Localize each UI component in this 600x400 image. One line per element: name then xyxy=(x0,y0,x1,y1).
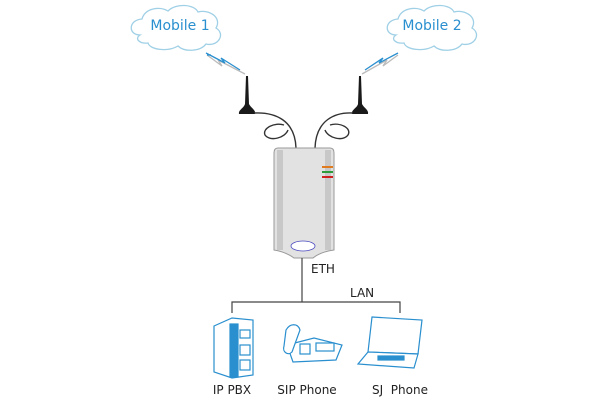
lan-label: LAN xyxy=(350,286,374,300)
gateway-device xyxy=(273,147,335,259)
antenna-icon xyxy=(238,76,369,114)
sip-phone-icon xyxy=(283,324,343,363)
eth-port-label: ETH xyxy=(311,262,335,276)
cloud-mobile-2: Mobile 2 xyxy=(386,4,478,51)
cloud-label: Mobile 2 xyxy=(402,18,461,34)
cloud-label: Mobile 1 xyxy=(150,18,209,34)
status-led xyxy=(322,176,333,178)
endpoint-label: IP PBX xyxy=(213,383,251,397)
antenna-cable xyxy=(253,112,354,149)
endpoint-label: SIP Phone xyxy=(277,383,336,397)
wireless-signal-icon xyxy=(205,52,399,75)
brand-logo xyxy=(290,240,316,252)
cloud-mobile-1: Mobile 1 xyxy=(130,4,222,51)
server-icon xyxy=(213,317,254,379)
endpoint-label: SJ Phone xyxy=(372,383,428,397)
lan-cabling xyxy=(231,258,401,313)
laptop-icon xyxy=(356,316,423,369)
status-led xyxy=(322,166,333,168)
status-led xyxy=(322,171,333,173)
